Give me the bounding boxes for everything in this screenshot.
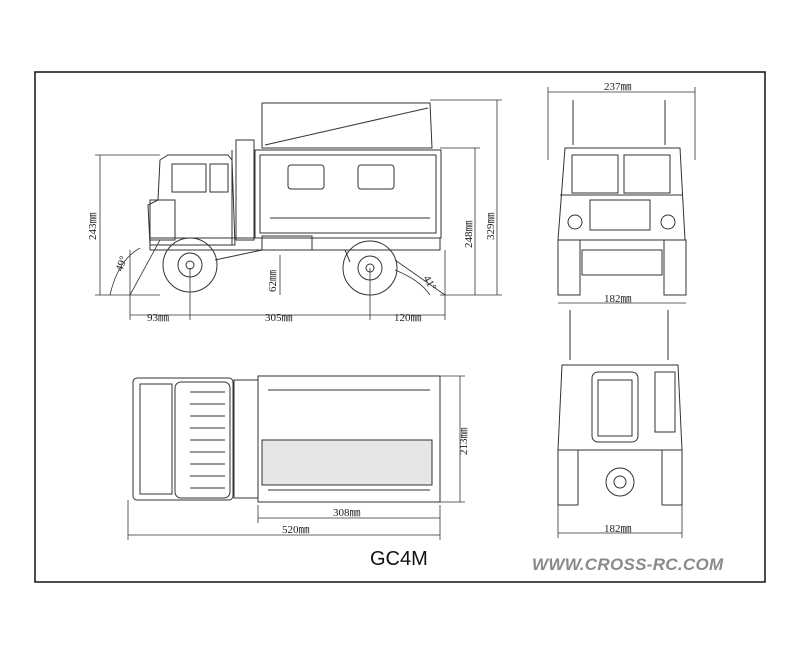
rear-view-dimensions (557, 505, 683, 538)
dim-height-box: 248㎜ (463, 221, 475, 249)
dim-wheelbase: 305㎜ (265, 312, 293, 324)
dim-ground-clearance: 62㎜ (267, 270, 279, 292)
model-name: GC4M (370, 548, 428, 570)
dim-height-total: 329㎜ (485, 213, 497, 241)
drawing-frame (34, 71, 766, 583)
rear-view (557, 310, 683, 506)
top-view-dimensions (127, 375, 465, 540)
dim-total-length: 520㎜ (282, 524, 310, 536)
dim-box-length: 308㎜ (333, 507, 361, 519)
dim-departure-angle: 41° (420, 274, 438, 293)
top-view (132, 375, 441, 503)
side-view (147, 102, 442, 296)
dim-front-track: 182㎜ (604, 293, 632, 305)
dim-top-width: 213㎜ (458, 428, 470, 456)
front-view-dimensions (547, 87, 696, 304)
dim-rear-overhang: 120㎜ (394, 312, 422, 324)
dim-height-cab: 243㎜ (87, 213, 99, 241)
dim-front-overhang: 93㎜ (147, 312, 169, 324)
dim-front-width: 237㎜ (604, 81, 632, 93)
front-view (557, 100, 687, 296)
dim-rear-track: 182㎜ (604, 523, 632, 535)
website-watermark: WWW.CROSS-RC.COM (532, 555, 724, 574)
dim-approach-angle: 49° (114, 254, 131, 273)
side-view-dimensions (95, 99, 502, 320)
